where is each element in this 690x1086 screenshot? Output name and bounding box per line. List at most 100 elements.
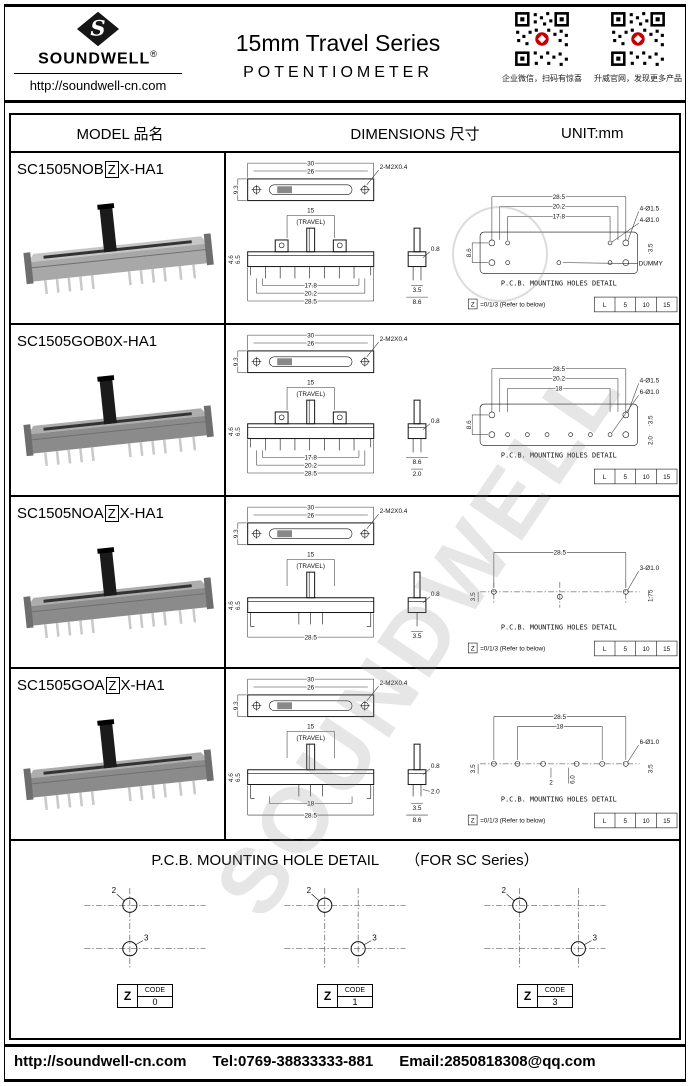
pcb-section-title: P.C.B. MOUNTING HOLE DETAIL: [151, 852, 380, 869]
pcb-mounting-section: P.C.B. MOUNTING HOLE DETAIL（FOR SC Serie…: [11, 841, 679, 1038]
dim-label: 18: [555, 386, 563, 393]
z-note-text: =0/1/3 (Refer to below): [480, 302, 545, 309]
hole-spec-label: 6-Ø1.0: [640, 739, 660, 746]
z-note: Z =0/1/3 (Refer to below): [467, 298, 546, 310]
z-code-letter: Z: [518, 985, 538, 1007]
dim-label: 3.5: [647, 243, 654, 252]
l-table-cell: 5: [624, 646, 628, 653]
dim-label: 6.5: [235, 255, 242, 264]
pcb-holes-detail: 28.5 18 6-Ø1.0 3.5 2 6.0 3.5 P.C.B. MOUN…: [469, 713, 661, 804]
z-code-1-diagram: 2 3 Z CODE 1: [266, 880, 424, 1008]
l-table-cell: 15: [663, 646, 671, 653]
dim-label: 2.0: [431, 788, 440, 795]
hole-spec-label: 3-Ø1.0: [640, 565, 660, 572]
z-code-placeholder: Z: [104, 505, 119, 522]
datasheet-page: [4, 4, 686, 1082]
front-view: 15 (TRAVEL) 4.6 6.5 17.8 20.2 28.5: [227, 378, 375, 478]
dim-label: 18: [307, 801, 315, 808]
hole-spec-label: 4-Ø1.0: [640, 217, 660, 224]
z-note-text: =0/1/3 (Refer to below): [480, 646, 545, 653]
product-photo: [20, 538, 216, 646]
dim-label: 3.5: [647, 415, 654, 424]
l-table-cell: 10: [642, 302, 650, 309]
front-view: 15 (TRAVEL) 4.6 6.5 18 28.5: [227, 722, 375, 820]
model-cell: SC1505GOB0X-HA1: [11, 325, 226, 495]
l-table-cell: 5: [624, 302, 628, 309]
z-code-label: CODE: [338, 985, 372, 997]
dim-label: 26: [307, 684, 315, 691]
l-table-cell: L: [603, 302, 607, 309]
dim-label: 3.5: [413, 633, 422, 640]
z-code-0-diagram: 2 3 Z CODE 0: [66, 880, 224, 1008]
top-view: 30 26 9.3 2-M2X0.4: [232, 503, 409, 546]
dim-label: 30: [307, 504, 315, 511]
product-type-title: POTENTIOMETER: [243, 64, 433, 81]
dim-label: 4.6: [228, 773, 235, 782]
l-length-table: L 5 10 15: [594, 296, 678, 313]
model-number: SC1505GOB0X-HA1: [17, 333, 218, 350]
dim-label: 2.0: [647, 436, 654, 445]
header-url[interactable]: http://soundwell-cn.com: [14, 73, 182, 93]
title-block: 15mm Travel Series POTENTIOMETER: [184, 10, 492, 98]
dim-label: 0.8: [431, 591, 440, 598]
dim-label: 17.8: [304, 283, 317, 290]
dim-label: 9.3: [233, 529, 240, 538]
dim-label: 30: [307, 332, 315, 339]
dim-label: 6.5: [235, 773, 242, 782]
l-table-cell: 10: [642, 818, 650, 825]
dim-label: 1.75: [647, 589, 654, 602]
side-view: 0.8 3.5: [407, 571, 441, 641]
pin-label: 2: [112, 886, 117, 895]
top-view: 30 26 9.3 2-M2X0.4: [232, 675, 409, 718]
header-divider: [4, 100, 686, 103]
dim-label: 0.8: [431, 246, 440, 253]
dimension-drawing: 30 26 9.3 2-M2X0.4 15 (TRAVEL) 4.6: [227, 331, 678, 485]
dim-label: 0.8: [431, 763, 440, 770]
z-note: Z =0/1/3 (Refer to below): [467, 642, 546, 654]
z-code-letter: Z: [318, 985, 338, 1007]
dim-label: 8.6: [466, 248, 473, 257]
dim-label: 28.5: [304, 470, 317, 477]
dimensions-cell: 30 26 9.3 2-M2X0.4 15 (TRAVEL) 4.6 6.5: [226, 669, 679, 839]
dim-label: 4.6: [228, 255, 235, 264]
z-note-z: Z: [471, 646, 475, 653]
dim-label: 8.6: [413, 299, 422, 306]
model-suffix: X-HA1: [119, 505, 164, 522]
z-code-box: Z CODE 0: [117, 984, 173, 1008]
footer-url[interactable]: http://soundwell-cn.com: [14, 1053, 187, 1070]
column-header-dimensions: DIMENSIONS 尺寸: [350, 125, 480, 143]
pin-label: 3: [592, 934, 597, 943]
pcb-holes-detail: 28.5 20.2 18 4-Ø1.5 6-Ø1.0 8.6 3.5: [465, 365, 661, 460]
website-qr-code: [609, 10, 667, 68]
product-photo: [20, 194, 216, 302]
pcb-holes-detail: 28.5 3-Ø1.0 3.5 1.75 P.C.B. MOUNTING HOL…: [469, 549, 661, 633]
hole-spec-label: 6-Ø1.0: [640, 389, 660, 396]
dim-label: 28.5: [553, 366, 566, 373]
website-qr-caption: 升威官网，发现更多产品: [594, 74, 682, 83]
dim-label: 0.8: [431, 418, 440, 425]
model-prefix: SC1505GOA: [17, 677, 105, 694]
dim-label: 18: [556, 724, 564, 731]
travel-label: (TRAVEL): [296, 563, 325, 570]
page-header: S SOUNDWELL® http://soundwell-cn.com 15m…: [12, 10, 682, 98]
dim-label: 28.5: [304, 298, 317, 305]
dimension-drawing: 30 26 9.3 2-M2X0.4 15 (TRAVEL) 4.6 6.5: [227, 675, 678, 829]
l-table-cell: 5: [624, 474, 628, 481]
dim-label: 3.5: [647, 764, 654, 773]
pcb-detail-caption: P.C.B. MOUNTING HOLES DETAIL: [501, 451, 617, 459]
pcb-section-title-row: P.C.B. MOUNTING HOLE DETAIL（FOR SC Serie…: [11, 849, 679, 870]
z-code-value: 0: [152, 997, 158, 1007]
z-code-label: CODE: [538, 985, 572, 997]
travel-label: (TRAVEL): [296, 219, 325, 226]
dim-label: 8.6: [413, 459, 422, 466]
dimensions-cell: 30 26 9.3 2-M2X0.4 15 (TRAVEL) 4.6 6.5: [226, 497, 679, 667]
footer-email[interactable]: Email:2850818308@qq.com: [399, 1053, 596, 1070]
z-code-value: 3: [552, 997, 558, 1007]
side-view: 0.8 2.0 3.5 8.6: [406, 743, 441, 825]
page-footer: http://soundwell-cn.com Tel:0769-3883333…: [14, 1053, 682, 1070]
